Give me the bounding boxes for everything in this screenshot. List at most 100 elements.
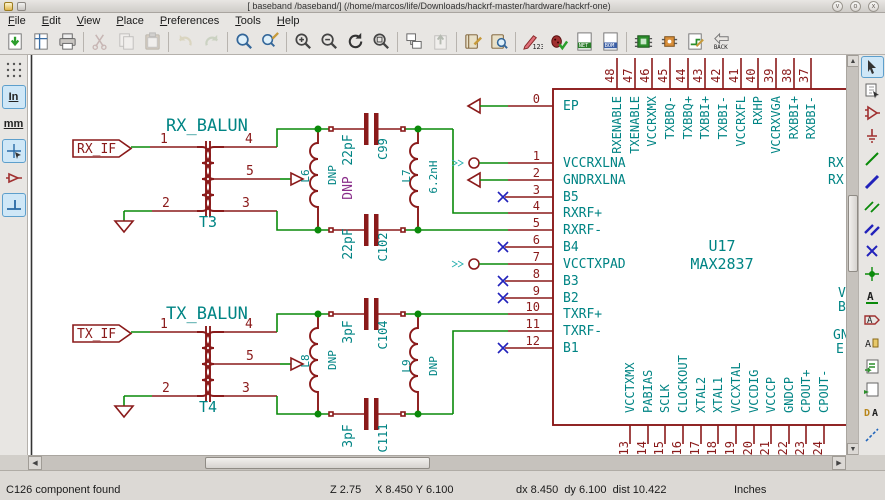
svg-text:V: V — [838, 286, 846, 301]
left-options-toolbar: In mm — [0, 55, 28, 455]
highlight-net-button[interactable] — [861, 79, 884, 101]
place-text-button[interactable]: DA — [861, 401, 884, 423]
c99-value: 22pF — [341, 134, 356, 165]
run-cvpcb-button[interactable] — [630, 30, 656, 54]
netlist-button[interactable]: NET — [571, 30, 597, 54]
svg-text:GNDRXLNA: GNDRXLNA — [563, 173, 626, 188]
svg-text:40: 40 — [744, 69, 758, 83]
zoom-fit-button[interactable] — [368, 30, 394, 54]
place-net-label-button[interactable]: A — [861, 286, 884, 308]
chip-u17[interactable]: U17 MAX2837 0 EP 1 VCCRXLNA 2 GNDRXLNA 3… — [452, 58, 846, 455]
run-pcbnew-button[interactable] — [682, 30, 708, 54]
menu-place[interactable]: Place — [108, 14, 152, 28]
close-button[interactable]: x — [868, 1, 879, 12]
place-hierarchical-label-button[interactable]: A — [861, 332, 884, 354]
svg-text:RXRF-: RXRF- — [563, 223, 602, 238]
svg-text:RX: RX — [828, 156, 844, 171]
find-replace-button[interactable] — [257, 30, 283, 54]
l8-value: DNP — [326, 350, 339, 370]
library-editor-button[interactable] — [460, 30, 486, 54]
no-connect-flag-button[interactable] — [861, 240, 884, 262]
svg-text:41: 41 — [727, 69, 741, 83]
shade-button[interactable]: v — [832, 1, 843, 12]
annotate-123-text: 123 — [532, 43, 543, 51]
menu-help[interactable]: Help — [269, 14, 308, 28]
place-junction-button[interactable] — [861, 263, 884, 285]
schematic-canvas[interactable]: RX_BALUN RX_IF 1 2 T3 4 5 3 — [28, 55, 846, 455]
print-button[interactable] — [54, 30, 80, 54]
units-mm-button[interactable]: mm — [2, 112, 26, 136]
wire-to-bus-entry-button[interactable] — [861, 194, 884, 216]
svg-text:TXRF+: TXRF+ — [563, 307, 602, 322]
svg-text:B5: B5 — [563, 190, 579, 205]
zoom-in-button[interactable] — [290, 30, 316, 54]
place-power-port-button[interactable] — [861, 125, 884, 147]
svg-text:VCCDIG: VCCDIG — [747, 370, 761, 413]
svg-text:GN: GN — [833, 328, 846, 343]
ortho-lines-button[interactable] — [2, 193, 26, 217]
back-annotate-button[interactable]: BACK — [708, 30, 734, 54]
svg-text:24: 24 — [811, 441, 825, 455]
footprint-editor-button[interactable] — [656, 30, 682, 54]
cursor-tool-button[interactable] — [861, 56, 884, 78]
svg-text:VCCRXFL: VCCRXFL — [734, 96, 748, 147]
chip-part: MAX2837 — [690, 255, 753, 273]
save-button[interactable] — [2, 30, 28, 54]
t4-pin4-number: 4 — [245, 317, 253, 332]
grid-toggle-button[interactable] — [2, 58, 26, 82]
chip-right-partial-labels: RX RX V B GN E — [828, 156, 846, 357]
c99-dnp-flag: DNP — [341, 176, 356, 200]
scroll-right-arrow[interactable]: ▶ — [832, 456, 846, 470]
window-menu-icon[interactable] — [17, 2, 26, 11]
place-global-label-button[interactable]: A — [861, 309, 884, 331]
scrollbar-corner — [846, 455, 885, 470]
erc-check-button[interactable] — [545, 30, 571, 54]
menu-preferences[interactable]: Preferences — [152, 14, 227, 28]
svg-text:CLOCKOUT: CLOCKOUT — [676, 355, 690, 413]
svg-text:15: 15 — [652, 441, 666, 455]
l9-ref: L9 — [400, 359, 413, 372]
svg-text:47: 47 — [621, 69, 635, 83]
annotate-button[interactable]: 123 — [519, 30, 545, 54]
cursor-shape-button[interactable] — [2, 139, 26, 163]
l6-value: DNP — [326, 165, 339, 185]
t3-pin2-number: 2 — [162, 196, 170, 211]
svg-text:4: 4 — [533, 199, 540, 213]
horizontal-scroll-thumb[interactable] — [205, 457, 430, 469]
place-graphic-line-button[interactable] — [861, 424, 884, 446]
scroll-left-arrow[interactable]: ◀ — [28, 456, 42, 470]
menu-tools[interactable]: Tools — [227, 14, 269, 28]
bom-button[interactable]: BOM — [597, 30, 623, 54]
hidden-pins-button[interactable] — [2, 166, 26, 190]
horizontal-scrollbar[interactable]: ◀ ▶ — [28, 455, 846, 470]
c104-ref: C104 — [376, 321, 390, 350]
schematic-drawing: RX_BALUN RX_IF 1 2 T3 4 5 3 — [28, 55, 846, 455]
menu-view[interactable]: View — [69, 14, 109, 28]
page-settings-button[interactable] — [28, 30, 54, 54]
svg-text:13: 13 — [617, 441, 631, 455]
find-button[interactable] — [231, 30, 257, 54]
rx-if-hlabel-text: RX_IF — [77, 142, 116, 157]
paste-button — [139, 30, 165, 54]
svg-text:TXBBI-: TXBBI- — [716, 96, 730, 139]
chip-top-pins: 48 47 46 45 44 43 42 41 40 39 38 37 RXEN… — [603, 58, 818, 154]
library-browser-button[interactable] — [486, 30, 512, 54]
place-sheet-button[interactable] — [861, 378, 884, 400]
vertical-scrollbar[interactable]: ▲ ▼ — [846, 55, 858, 455]
menu-edit[interactable]: Edit — [34, 14, 69, 28]
svg-text:GNDCP: GNDCP — [782, 377, 796, 413]
t3-pin1-number: 1 — [160, 132, 168, 147]
place-bus-button[interactable] — [861, 171, 884, 193]
maximize-button[interactable]: o — [850, 1, 861, 12]
place-component-button[interactable] — [861, 102, 884, 124]
redraw-button[interactable] — [342, 30, 368, 54]
hierarchy-navigator-button[interactable] — [401, 30, 427, 54]
units-inches-button[interactable]: In — [2, 85, 26, 109]
place-wire-button[interactable] — [861, 148, 884, 170]
zoom-out-button[interactable] — [316, 30, 342, 54]
import-sheet-pin-button[interactable] — [861, 355, 884, 377]
menu-file[interactable]: File — [0, 14, 34, 28]
svg-text:37: 37 — [797, 69, 811, 83]
bus-to-bus-entry-button[interactable] — [861, 217, 884, 239]
vertical-scroll-thumb[interactable] — [848, 195, 858, 272]
